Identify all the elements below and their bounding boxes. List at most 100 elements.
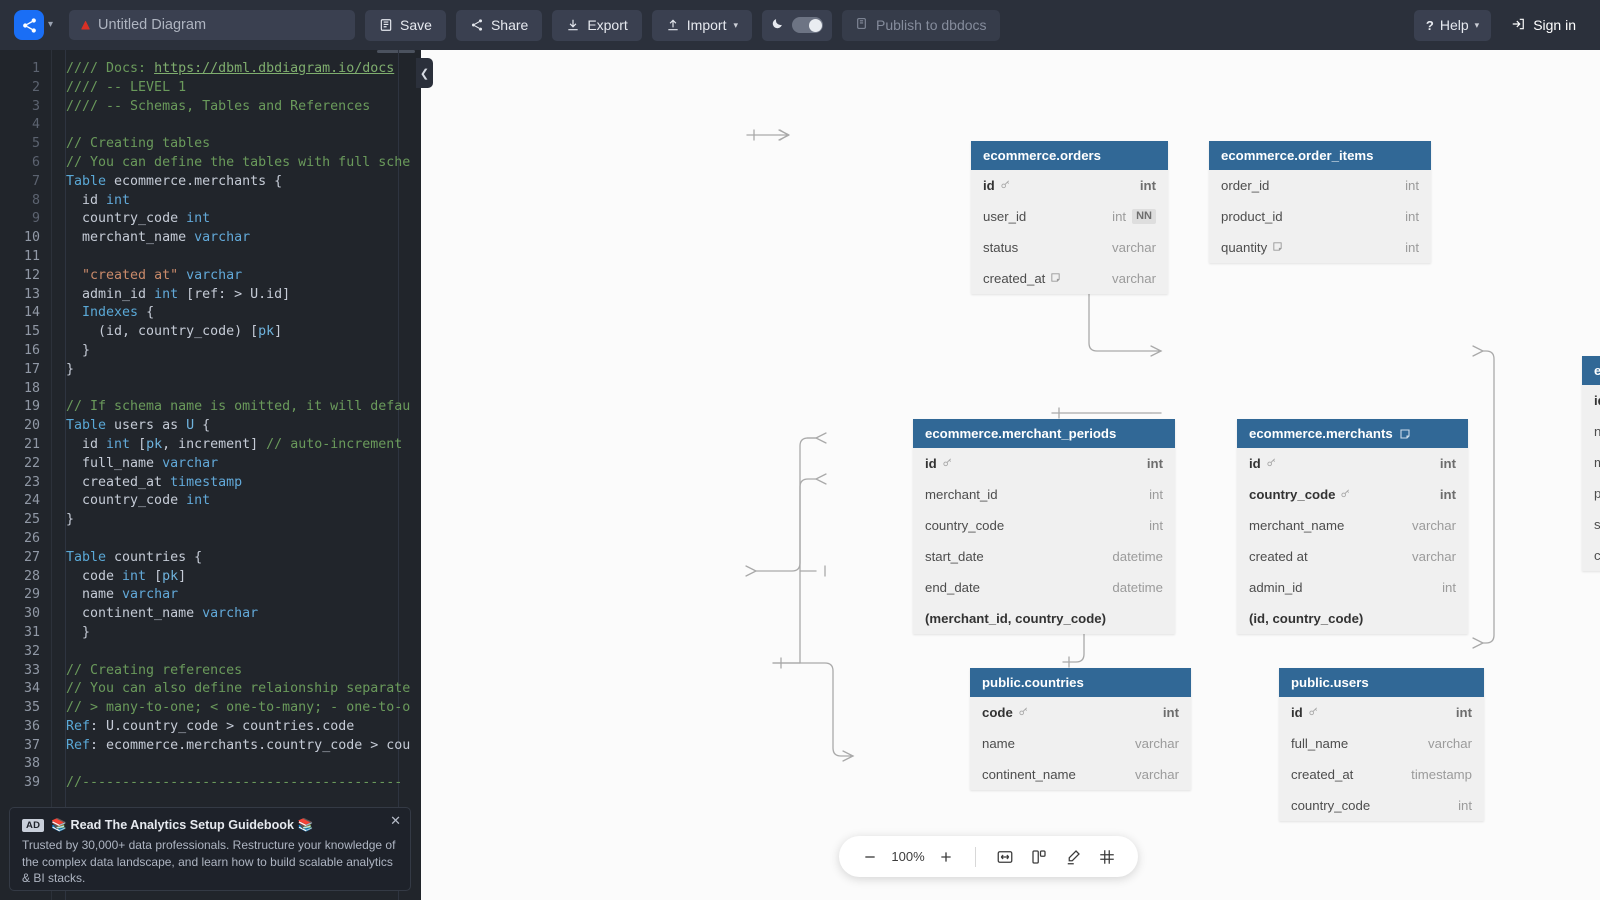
editor-line[interactable]: // If schema name is omitted, it will de… xyxy=(66,399,411,415)
editor-line[interactable]: code int [pk] xyxy=(66,568,187,584)
close-icon[interactable]: ✕ xyxy=(390,813,401,828)
editor-line[interactable]: } xyxy=(66,512,75,528)
editor-line[interactable] xyxy=(66,530,421,549)
editor-line[interactable]: name varchar xyxy=(66,587,179,603)
auto-arrange-icon[interactable] xyxy=(1024,842,1054,872)
help-button[interactable]: ? Help ▾ xyxy=(1413,9,1492,41)
editor-line[interactable]: (id, country_code) [pk] xyxy=(66,324,283,340)
diagram-table-products[interactable]: ecommerce.productsidintnamevarcharmercha… xyxy=(1582,356,1600,571)
theme-toggle[interactable] xyxy=(762,9,832,41)
editor-line[interactable]: } xyxy=(66,342,91,358)
table-row[interactable]: priceint xyxy=(1582,478,1600,509)
theme-toggle-track[interactable] xyxy=(792,17,823,33)
sign-in-button[interactable]: Sign in xyxy=(1501,10,1586,41)
table-header-users[interactable]: public.users xyxy=(1279,668,1484,697)
editor-line[interactable]: "created at" varchar xyxy=(82,267,243,283)
editor-line[interactable]: id int [pk, increment] // auto-increment xyxy=(66,436,403,452)
editor-line[interactable]: id int xyxy=(66,192,131,208)
grid-icon[interactable] xyxy=(1092,842,1122,872)
editor-line[interactable]: //// Docs: https://dbml.dbdiagram.io/doc… xyxy=(66,61,395,76)
zoom-out-button[interactable] xyxy=(855,842,885,872)
chevron-down-icon[interactable]: ▾ xyxy=(48,19,54,30)
collapse-editor-button[interactable]: ❮ xyxy=(416,58,433,88)
editor-line[interactable] xyxy=(66,755,421,774)
share-button[interactable]: Share xyxy=(455,9,543,41)
editor-line[interactable]: // You can define the tables with full s… xyxy=(66,154,411,170)
fit-to-screen-icon[interactable] xyxy=(990,842,1020,872)
editor-line[interactable]: created_at timestamp xyxy=(66,474,243,490)
table-row[interactable]: (merchant_id, country_code) xyxy=(913,603,1175,634)
editor-line[interactable]: Ref: ecommerce.merchants.country_code > … xyxy=(66,737,411,753)
import-button[interactable]: Import ▾ xyxy=(651,9,752,41)
app-logo-menu[interactable]: ▾ xyxy=(14,10,53,40)
editor-line[interactable]: // You can also define relaionship separ… xyxy=(66,681,411,697)
editor-code-content[interactable]: //// Docs: https://dbml.dbdiagram.io/doc… xyxy=(52,50,421,900)
table-header-order_items[interactable]: ecommerce.order_items xyxy=(1209,141,1431,170)
editor-line[interactable]: Table ecommerce.merchants { xyxy=(66,173,283,189)
publish-to-dbdocs-button[interactable]: Publish to dbdocs xyxy=(842,9,1000,41)
editor-line[interactable]: Ref: U.country_code > countries.code xyxy=(66,718,355,734)
editor-scrollbar[interactable] xyxy=(377,50,415,53)
editor-line[interactable] xyxy=(66,248,421,267)
zoom-in-button[interactable] xyxy=(931,842,961,872)
editor-line[interactable]: Table users as U { xyxy=(66,418,211,434)
editor-line[interactable]: //--------------------------------------… xyxy=(66,775,403,791)
editor-line[interactable]: full_name varchar xyxy=(66,455,219,471)
diagram-title-input[interactable]: Untitled Diagram xyxy=(69,10,356,40)
editor-line[interactable]: Indexes { xyxy=(82,305,155,321)
table-header-orders[interactable]: ecommerce.orders xyxy=(971,141,1168,170)
editor-line[interactable] xyxy=(66,643,421,662)
table-header-merchant_periods[interactable]: ecommerce.merchant_periods xyxy=(913,419,1175,448)
table-row[interactable]: (id, country_code) xyxy=(1237,603,1468,634)
editor-line[interactable]: continent_name varchar xyxy=(66,606,259,622)
save-button[interactable]: Save xyxy=(365,9,446,41)
editor-line[interactable]: } xyxy=(66,624,91,640)
table-header-countries[interactable]: public.countries xyxy=(970,668,1191,697)
table-row[interactable]: statusecommerce.products_statusE xyxy=(1582,509,1600,540)
editor-line[interactable]: //// -- LEVEL 1 xyxy=(66,79,187,95)
editor-line[interactable]: // Creating references xyxy=(66,662,243,678)
table-row[interactable]: created_atdatetime xyxy=(1582,540,1600,571)
editor-line[interactable]: //// -- Schemas, Tables and References xyxy=(66,98,371,114)
ad-banner[interactable]: ✕ AD 📚 Read The Analytics Setup Guideboo… xyxy=(9,807,411,891)
export-button[interactable]: Export xyxy=(552,9,642,41)
share-nodes-icon[interactable] xyxy=(14,10,44,40)
editor-line[interactable]: } xyxy=(66,361,75,377)
editor-line[interactable] xyxy=(66,380,421,399)
editor-line[interactable]: country_code int xyxy=(66,493,211,509)
table-header-products[interactable]: ecommerce.products xyxy=(1582,356,1600,385)
editor-line[interactable]: // > many-to-one; < one-to-many; - one-t… xyxy=(66,700,411,716)
